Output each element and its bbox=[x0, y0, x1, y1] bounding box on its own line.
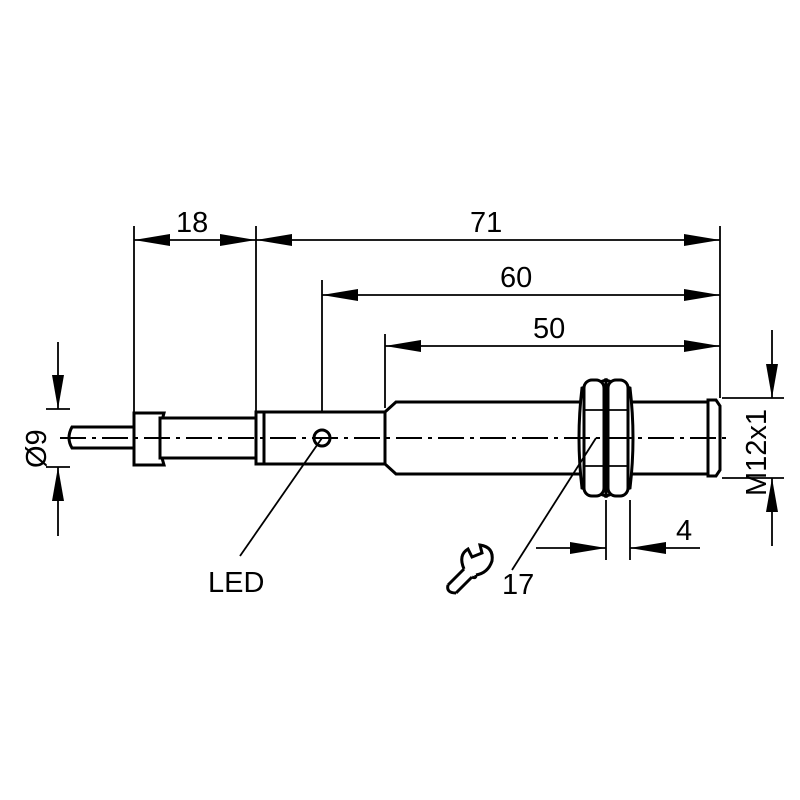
dimension-diameter: Ø9 bbox=[21, 342, 64, 536]
dimension-nut-width-label: 4 bbox=[676, 515, 692, 547]
dimension-nut-width: 4 bbox=[536, 515, 700, 554]
wrench-icon bbox=[446, 543, 494, 595]
wrench-callout: 17 bbox=[446, 437, 597, 601]
dimension-18: 18 bbox=[134, 207, 256, 246]
extension-lines bbox=[46, 226, 784, 560]
dimension-71: 71 bbox=[256, 207, 720, 246]
dimension-60-label: 60 bbox=[500, 262, 532, 294]
dimension-thread: M12x1 bbox=[741, 330, 778, 546]
dimension-50: 50 bbox=[385, 313, 720, 352]
dimension-71-label: 71 bbox=[470, 207, 502, 239]
dimension-60: 60 bbox=[322, 262, 720, 301]
dimension-thread-label: M12x1 bbox=[741, 409, 773, 496]
led-label: LED bbox=[208, 567, 264, 599]
dimension-diameter-label: Ø9 bbox=[21, 429, 53, 468]
led-leader: LED bbox=[208, 437, 323, 599]
wrench-size-label: 17 bbox=[502, 569, 534, 601]
dimension-50-label: 50 bbox=[533, 313, 565, 345]
dimension-18-label: 18 bbox=[176, 207, 208, 239]
